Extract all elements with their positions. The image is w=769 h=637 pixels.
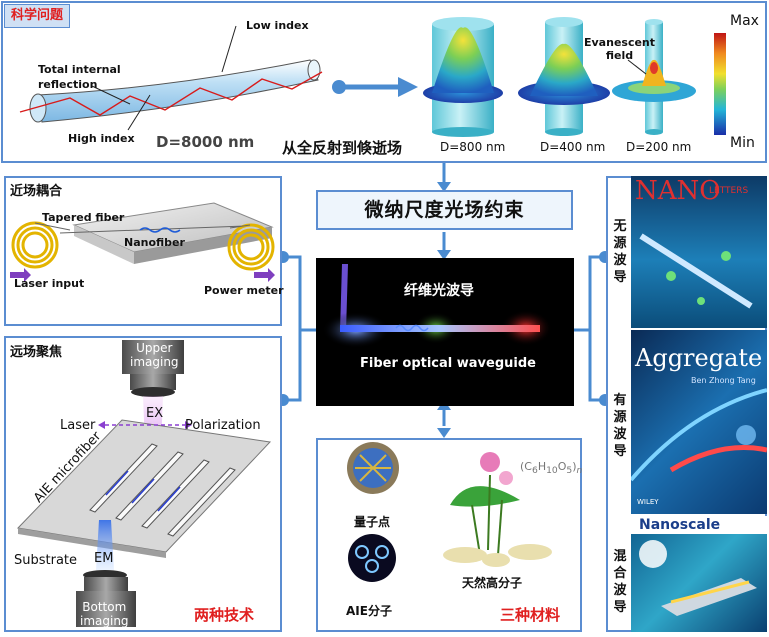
- label-upper-imaging: Upper imaging: [130, 341, 179, 369]
- label-low-index: Low index: [246, 19, 309, 32]
- cover-nanoscale: Nanoscale: [631, 516, 767, 632]
- formula-h: H: [537, 460, 547, 473]
- label-polymer-formula: (C6H10O5)n: [520, 460, 582, 476]
- label-bottom-imaging: Bottom imaging: [80, 600, 129, 628]
- cover-aggregate-editor: Ben Zhong Tang: [691, 376, 756, 385]
- cover-aggregate-publisher: WILEY: [637, 498, 659, 506]
- cover-nano-letters: NANO LETTERS: [631, 176, 767, 328]
- cover-aggregate-title: Aggregate: [635, 344, 763, 372]
- label-natural-polymer: 天然高分子: [462, 576, 523, 590]
- waveguide-en-label: Fiber optical waveguide: [360, 356, 536, 371]
- mode-cylinder-200nm: [612, 19, 696, 135]
- color-scale-bar: [714, 33, 726, 135]
- formula-o-count: 5: [566, 465, 573, 477]
- label-laser: Laser: [60, 418, 96, 433]
- label-diameter-800: D=800 nm: [440, 140, 506, 154]
- top-subtitle: 从全反射到倏逝场: [282, 139, 403, 157]
- mode-cylinder-800nm: [423, 17, 503, 137]
- formula-c: (C: [520, 460, 532, 473]
- formula-h-count: 10: [546, 465, 558, 477]
- waveguide-glow: [322, 264, 552, 348]
- section-tag-scientific-question: 科学问题: [4, 4, 70, 28]
- label-ex: EX: [146, 406, 164, 421]
- scale-max-label: Max: [730, 13, 759, 29]
- label-hybrid-waveguide: 混合波导: [613, 549, 627, 615]
- cover-nanoscale-illustration: [639, 540, 757, 616]
- label-high-index: High index: [68, 132, 135, 145]
- label-active-waveguide: 有源波导: [613, 393, 627, 459]
- label-three-materials: 三种材料: [500, 606, 561, 624]
- label-power-meter: Power meter: [204, 284, 284, 297]
- formula-c-count: 6: [531, 465, 538, 477]
- label-diameter-400: D=400 nm: [540, 140, 606, 154]
- label-nanofiber: Nanofiber: [124, 236, 185, 249]
- waveguide-image: 纤维光波导 Fiber optical waveguide: [316, 258, 574, 406]
- far-field-header: 远场聚焦: [10, 345, 63, 360]
- label-quantum-dots: 量子点: [354, 515, 391, 529]
- label-laser-input: Laser input: [14, 277, 85, 290]
- optical-fiber-illustration: [19, 25, 323, 131]
- center-title: 微纳尺度光场约束: [316, 190, 573, 230]
- label-polarization: Polarization: [185, 418, 261, 433]
- cover-nano-letters-title: NANO: [635, 176, 721, 206]
- label-evanescent-field: Evanescent field: [584, 36, 656, 62]
- label-passive-waveguide: 无源波导: [613, 219, 627, 285]
- label-diameter-8000: D=8000 nm: [156, 133, 255, 151]
- label-em: EM: [94, 551, 114, 566]
- cover-nanoscale-title: Nanoscale: [639, 517, 721, 533]
- cover-nano-letters-subtitle: LETTERS: [709, 186, 749, 196]
- formula-o: O: [557, 460, 567, 473]
- waveguide-cn-label: 纤维光波导: [404, 283, 474, 299]
- label-tapered-fiber: Tapered fiber: [42, 211, 125, 224]
- label-substrate: Substrate: [14, 553, 78, 568]
- formula-n: n: [576, 465, 583, 477]
- top-flow-arrow: [332, 77, 418, 97]
- label-total-internal-reflection: Total internal reflection: [38, 63, 121, 91]
- label-aie-molecules: AIE分子: [346, 604, 392, 618]
- near-field-header: 近场耦合: [10, 184, 63, 199]
- cover-aggregate: Aggregate Ben Zhong Tang WILEY: [631, 330, 767, 514]
- cover-nano-illustration: [639, 233, 753, 309]
- mode-cylinder-400nm: [518, 17, 610, 136]
- label-two-techniques: 两种技术: [194, 606, 255, 624]
- label-diameter-200: D=200 nm: [626, 140, 692, 154]
- cover-aggregate-illustration: [631, 388, 767, 482]
- scale-min-label: Min: [730, 135, 755, 151]
- cover-nanoscale-header: [631, 516, 767, 534]
- formula-close: ): [572, 460, 577, 473]
